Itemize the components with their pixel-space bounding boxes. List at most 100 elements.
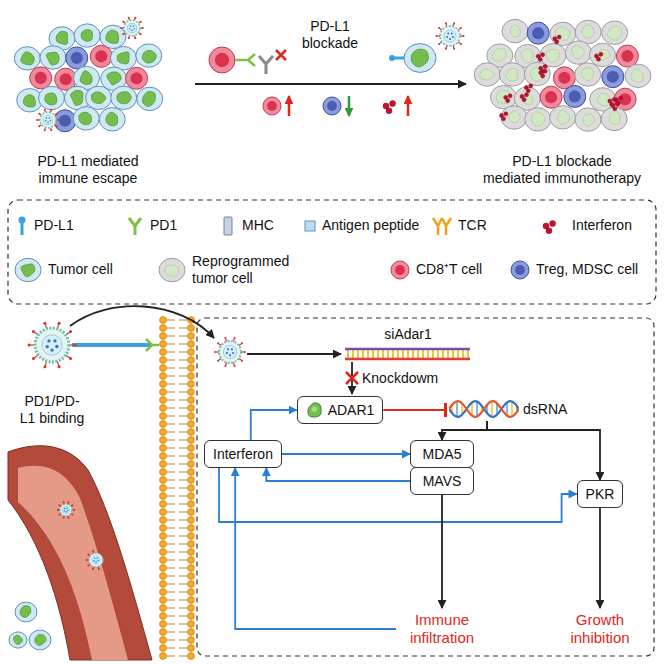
cell-membrane-part bbox=[179, 440, 188, 441]
nanoparticle-part bbox=[38, 113, 40, 115]
binding-scheme bbox=[28, 306, 470, 394]
nanoparticle-part bbox=[218, 358, 221, 360]
reprogrammed-tumor-cell-part bbox=[509, 111, 520, 123]
cd8-t-cell-part bbox=[95, 50, 107, 62]
tumor-cell-part bbox=[110, 46, 136, 69]
reprogrammed-tumor-cell bbox=[565, 41, 591, 64]
nanoparticle-part bbox=[97, 560, 99, 562]
cell-membrane-part bbox=[160, 397, 167, 404]
cell-membrane-part bbox=[179, 448, 188, 449]
sirna-duplex-part bbox=[467, 349, 469, 359]
cell-membrane-part bbox=[166, 504, 175, 505]
cell-membrane-part bbox=[160, 597, 167, 604]
legend-item: Antigen peptide bbox=[322, 217, 419, 234]
reprogrammed-tumor-cell-part bbox=[631, 69, 643, 82]
cell-membrane-part bbox=[160, 565, 167, 572]
nanoparticle-part bbox=[87, 565, 89, 567]
nanoparticle-part bbox=[95, 561, 97, 563]
legend-item: Treg, MDSC cell bbox=[536, 261, 638, 278]
cell-membrane-part bbox=[166, 536, 175, 537]
cell-membrane-part bbox=[160, 645, 167, 652]
cell-membrane-part bbox=[179, 480, 188, 481]
cell-membrane-part bbox=[179, 352, 188, 353]
sirna-duplex-part bbox=[345, 348, 470, 351]
tumor-cell bbox=[137, 87, 163, 110]
treg-cell-part bbox=[569, 90, 581, 102]
reprogrammed-tumor-cell-part bbox=[582, 68, 594, 81]
tumor-cell-part bbox=[15, 602, 37, 622]
treg-cell-part bbox=[327, 101, 337, 111]
reprogrammed-tumor-cell-part bbox=[493, 48, 506, 61]
sirna-duplex-part bbox=[422, 349, 424, 359]
nanoparticle-part bbox=[120, 27, 122, 29]
connector bbox=[442, 421, 487, 440]
nanoparticle-part bbox=[233, 362, 234, 366]
reprogrammed-tumor-cell-part bbox=[582, 25, 594, 38]
nanoparticle-part bbox=[50, 129, 52, 131]
legend-text: PD-L1 bbox=[34, 217, 74, 233]
reprogrammed-tumor-cell-part bbox=[625, 64, 651, 87]
interferon-dots-part bbox=[550, 221, 556, 227]
nanoparticle-part bbox=[43, 365, 46, 368]
nanoparticle-part bbox=[133, 25, 135, 27]
nanoparticle-part bbox=[93, 560, 95, 562]
nanoparticle bbox=[120, 17, 144, 40]
tumor-cell bbox=[74, 24, 100, 47]
cd8-t-cell bbox=[90, 45, 112, 67]
nanoparticle-part bbox=[232, 352, 234, 354]
treg-cell bbox=[564, 85, 586, 107]
cytoplasm-frame bbox=[197, 318, 654, 656]
nanoparticle-part bbox=[233, 338, 234, 342]
legend-icon bbox=[433, 218, 451, 235]
cell-membrane bbox=[160, 317, 195, 660]
legend-icon-part bbox=[21, 222, 24, 235]
nanoparticle-part bbox=[72, 514, 74, 516]
reprogrammed-tumor-cell bbox=[474, 63, 500, 86]
interferon-dots bbox=[520, 93, 528, 102]
cell-membrane-part bbox=[166, 448, 175, 449]
cell-membrane-part bbox=[166, 480, 175, 481]
legend-icon bbox=[543, 221, 556, 234]
treg-cell bbox=[323, 97, 341, 115]
sirna-duplex-part bbox=[377, 349, 379, 359]
cell-membrane-part bbox=[160, 613, 167, 620]
tumor-cell-part bbox=[107, 72, 121, 85]
reprogrammed-tumor-cell bbox=[590, 88, 616, 111]
cell-membrane-part bbox=[188, 597, 195, 604]
tumor-cell bbox=[111, 86, 137, 109]
cell-membrane-part bbox=[160, 445, 167, 452]
tumor-cell-part bbox=[111, 86, 137, 109]
legend-text: TCR bbox=[458, 217, 487, 233]
cell-membrane-part bbox=[166, 632, 175, 633]
interferon-dots bbox=[524, 84, 532, 93]
cell-membrane-part bbox=[188, 509, 195, 516]
cell-membrane-part bbox=[179, 552, 188, 553]
interferon-dots bbox=[383, 101, 396, 114]
nanoparticle-part bbox=[446, 36, 448, 38]
nanoparticle-part bbox=[142, 27, 144, 29]
treg-cell-part bbox=[323, 97, 341, 115]
interferon-dots bbox=[594, 52, 602, 61]
nanoparticle-part bbox=[239, 358, 242, 360]
node-text: Immune infiltration bbox=[396, 611, 488, 647]
node-text: Growth inhibition bbox=[554, 611, 646, 647]
cell-membrane-part bbox=[179, 576, 188, 577]
nanoparticle-part bbox=[241, 342, 243, 344]
molecule-label: siAdar1 bbox=[384, 326, 431, 343]
nanoparticle-part bbox=[217, 360, 219, 362]
reprogrammed-tumor-cell-part bbox=[525, 108, 551, 131]
cell-membrane-part bbox=[166, 552, 175, 553]
cell-membrane-part bbox=[160, 501, 167, 508]
tumor-cell bbox=[73, 107, 99, 130]
blood-vessel-part bbox=[8, 446, 152, 660]
nanoparticle-part bbox=[92, 550, 94, 552]
nanoparticle-part bbox=[224, 365, 226, 367]
nanoparticle-part bbox=[32, 357, 35, 360]
interferon-dots bbox=[536, 53, 544, 62]
cell-membrane-part bbox=[188, 389, 195, 396]
sirna-duplex-part bbox=[382, 349, 384, 359]
cell-membrane-part bbox=[160, 549, 167, 556]
reprogrammed-tumor-cell-part bbox=[571, 45, 584, 59]
